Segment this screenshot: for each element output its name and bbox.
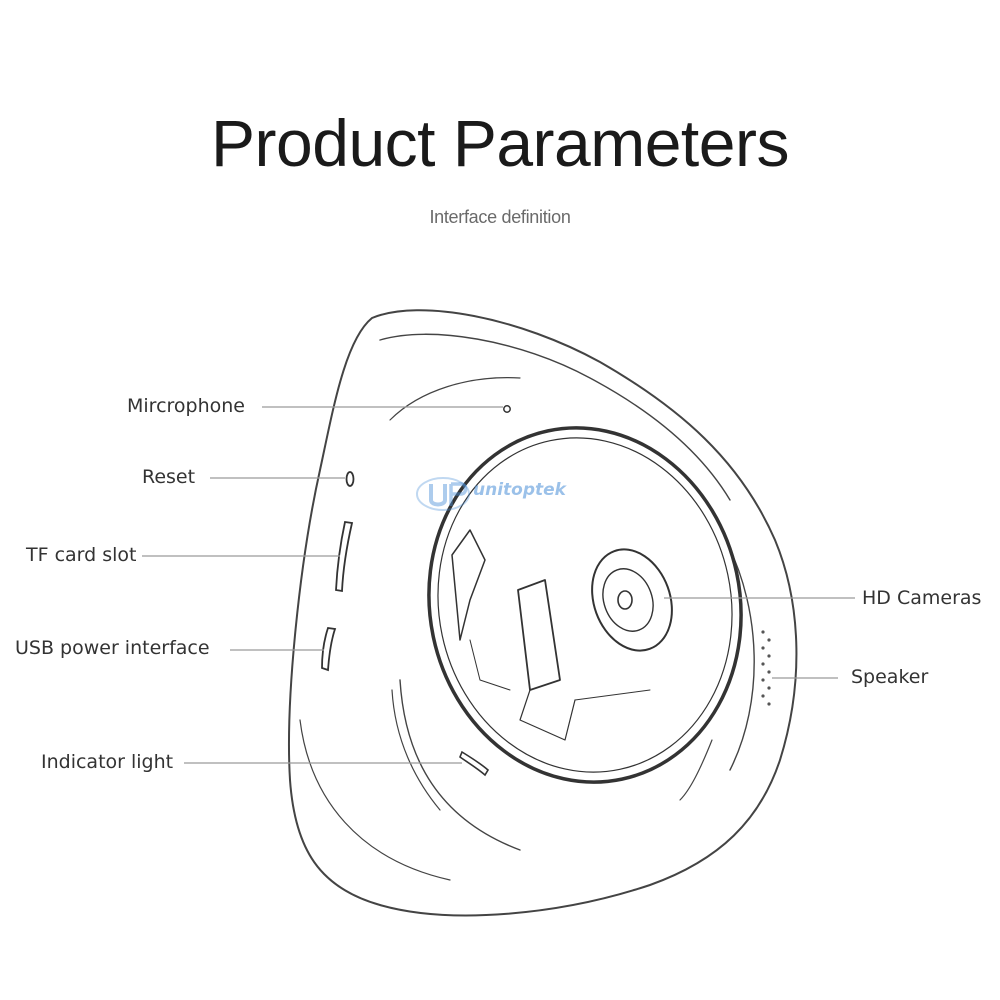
tf-slot-icon [335, 520, 354, 593]
camera-front [427, 426, 743, 784]
label-tf-card-slot: TF card slot [26, 544, 137, 566]
camera-body [288, 309, 798, 917]
camera-lens [591, 548, 673, 652]
speaker-grille-icon [761, 630, 771, 706]
leader-lines [142, 406, 855, 764]
watermark-text: unitoptek [473, 480, 566, 500]
microphone-hole-icon [503, 405, 511, 413]
label-microphone: Mircrophone [127, 395, 245, 417]
side-ports [321, 405, 511, 777]
page-title: Product Parameters [211, 106, 789, 180]
label-indicator-light: Indicator light [41, 751, 174, 773]
page-subtitle: Interface definition [429, 207, 571, 227]
watermark-logo-icon [416, 477, 470, 511]
indicator-light-icon [459, 750, 490, 777]
label-usb-power-interface: USB power interface [15, 637, 210, 659]
reset-hole-icon [345, 471, 355, 487]
usb-port-icon [321, 627, 337, 672]
label-reset: Reset [142, 466, 196, 488]
label-hd-cameras: HD Cameras [862, 587, 982, 609]
label-speaker: Speaker [851, 666, 929, 688]
